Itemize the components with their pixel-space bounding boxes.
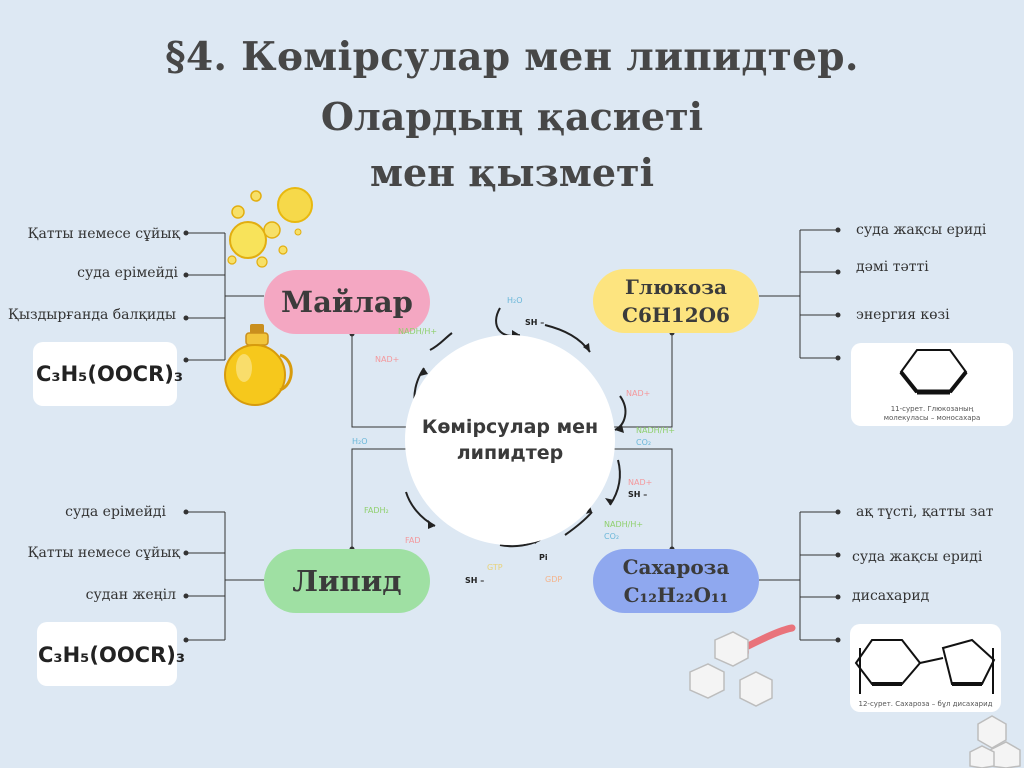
fats-formula-card bbox=[33, 342, 177, 406]
glucose-caption-line2: молекуласы – моносахара bbox=[883, 414, 981, 422]
page-title-line1: §4. Көмірсулар мен липидтер. bbox=[165, 34, 859, 80]
fats-prop-2: суда ерімейді bbox=[77, 265, 178, 281]
node-lipid: Липид bbox=[264, 549, 430, 613]
sucrose-prop-1: ақ түсті, қатты зат bbox=[856, 504, 994, 520]
sucrose-rings-icon bbox=[854, 638, 996, 694]
lipid-prop-3: судан жеңіл bbox=[85, 587, 176, 603]
lipid-prop-1: суда ерімейді bbox=[65, 504, 166, 520]
cycle-label-nadh-right2: NADH/H+ bbox=[604, 520, 644, 529]
cycle-label-co2-right: CO₂ bbox=[636, 438, 652, 447]
fats-prop-1: Қатты немесе сұйық bbox=[27, 226, 180, 242]
cycle-label-h2o-left: H₂O bbox=[352, 437, 368, 446]
oil-bottle-icon bbox=[224, 324, 293, 406]
lipid-formula: C₃H₅(OOCR)₃ bbox=[38, 643, 186, 667]
sucrose-prop-2: суда жақсы ериді bbox=[852, 549, 983, 565]
fats-prop-3: Қыздырғанда балқиды bbox=[7, 307, 176, 323]
node-fats: Майлар bbox=[264, 270, 430, 334]
node-sucrose-formula: C₁₂H₂₂O₁₁ bbox=[623, 583, 729, 607]
node-sucrose-name: Сахароза bbox=[622, 555, 730, 579]
sugar-cubes-icon bbox=[689, 624, 1021, 768]
sucrose-figure-card bbox=[850, 624, 1001, 712]
lipid-formula-card bbox=[37, 622, 177, 686]
cycle-label-sh-top: SH – bbox=[525, 318, 545, 327]
cycle-label-nadh-right: NADH/H+ bbox=[636, 426, 676, 435]
cycle-label-h2o-top: H₂O bbox=[507, 296, 523, 305]
center-node: Көмірсулар мен липидтер bbox=[405, 335, 615, 545]
node-glucose-formula: C6H12O6 bbox=[622, 303, 730, 327]
page-title-line2: Олардың қасиеті bbox=[320, 94, 704, 139]
cycle-label-nad-right: NAD+ bbox=[626, 389, 651, 398]
cycle-label-fadh-left: FADH₂ bbox=[364, 506, 389, 515]
lipid-prop-2: Қатты немесе сұйық bbox=[27, 545, 180, 561]
glucose-figure-card bbox=[851, 343, 1013, 426]
cycle-label-pi-bottom: Pi bbox=[539, 553, 548, 562]
node-sucrose: Сахароза C₁₂H₂₂O₁₁ bbox=[593, 549, 759, 613]
node-glucose-name: Глюкоза bbox=[625, 275, 727, 299]
glucose-ring-icon bbox=[899, 349, 968, 395]
cycle-label-nad-left: NAD+ bbox=[375, 355, 400, 364]
cycle-label-nadh-left: NADH/H+ bbox=[398, 327, 438, 336]
node-glucose: Глюкоза C6H12O6 bbox=[593, 269, 759, 333]
glucose-prop-3: энергия көзі bbox=[856, 307, 950, 323]
glucose-caption: 11-сурет. Глюкозаның молекуласы – моноса… bbox=[851, 405, 1013, 423]
fats-formula: C₃H₅(OOCR)₃ bbox=[36, 362, 184, 386]
cycle-label-fad-left: FAD bbox=[405, 536, 421, 545]
glucose-caption-line1: 11-сурет. Глюкозаның bbox=[890, 405, 974, 413]
page-title-line3: мен қызметі bbox=[369, 150, 655, 195]
center-line2: липидтер bbox=[456, 442, 564, 464]
cycle-label-nad-right2: NAD+ bbox=[628, 478, 653, 487]
cycle-label-gdp-bottom: GDP bbox=[545, 575, 563, 584]
cycle-label-sh-right: SH – bbox=[628, 490, 648, 499]
cycle-label-sh-bottom: SH – bbox=[465, 576, 485, 585]
sucrose-caption: 12-сурет. Сахароза – бұл дисахарид bbox=[858, 700, 993, 708]
glucose-prop-1: суда жақсы ериді bbox=[856, 222, 987, 238]
oil-bubbles-icon bbox=[227, 187, 313, 268]
glucose-prop-2: дәмі тәтті bbox=[856, 259, 929, 275]
cycle-label-co2-right2: CO₂ bbox=[604, 532, 620, 541]
sucrose-prop-3: дисахарид bbox=[852, 588, 930, 604]
cycle-label-gtp-bottom: GTP bbox=[487, 563, 503, 572]
center-line1: Көмірсулар мен bbox=[421, 416, 599, 438]
